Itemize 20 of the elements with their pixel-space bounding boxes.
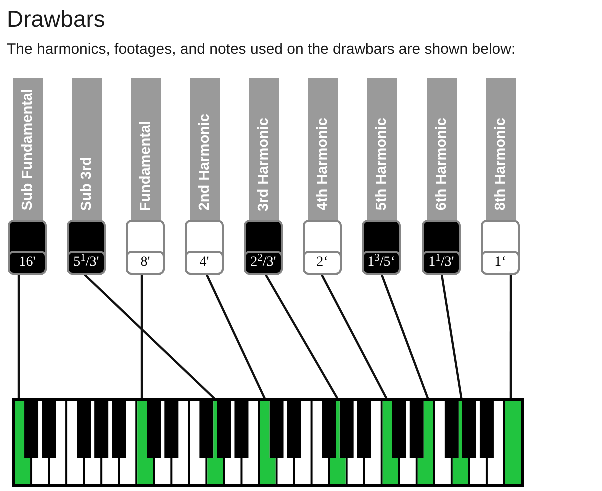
intro-text: The harmonics, footages, and notes used on the drawbars are shown below:	[7, 40, 516, 60]
footage-label: 1$^{1}$/3'	[422, 251, 461, 275]
harmonic-name: 5th Harmonic	[372, 118, 390, 211]
harmonic-name: 4th Harmonic	[314, 118, 332, 211]
harmonic-name: Sub 3rd	[78, 157, 96, 211]
harmonic-name: 8th Harmonic	[492, 118, 510, 211]
harmonic-name: Fundamental	[136, 120, 154, 211]
heading: Drawbars	[7, 5, 106, 34]
footage-label: 2‘	[303, 251, 342, 275]
footage-label: 4'	[185, 251, 224, 275]
footage-label: 5$^{1}$/3'	[67, 251, 106, 275]
footage-label: 2$^{2}$/3'	[244, 251, 283, 275]
footage-label: 8'	[126, 251, 165, 275]
harmonic-name: 3rd Harmonic	[254, 118, 272, 211]
footage-label: 1‘	[481, 251, 520, 275]
harmonic-name: Sub Fundamental	[18, 89, 36, 211]
harmonic-name: 2nd Harmonic	[196, 114, 214, 211]
footage-label: 1$^{3}$/5‘	[362, 251, 401, 275]
harmonic-name: 6th Harmonic	[432, 118, 450, 211]
footage-label: 16'	[8, 251, 47, 275]
